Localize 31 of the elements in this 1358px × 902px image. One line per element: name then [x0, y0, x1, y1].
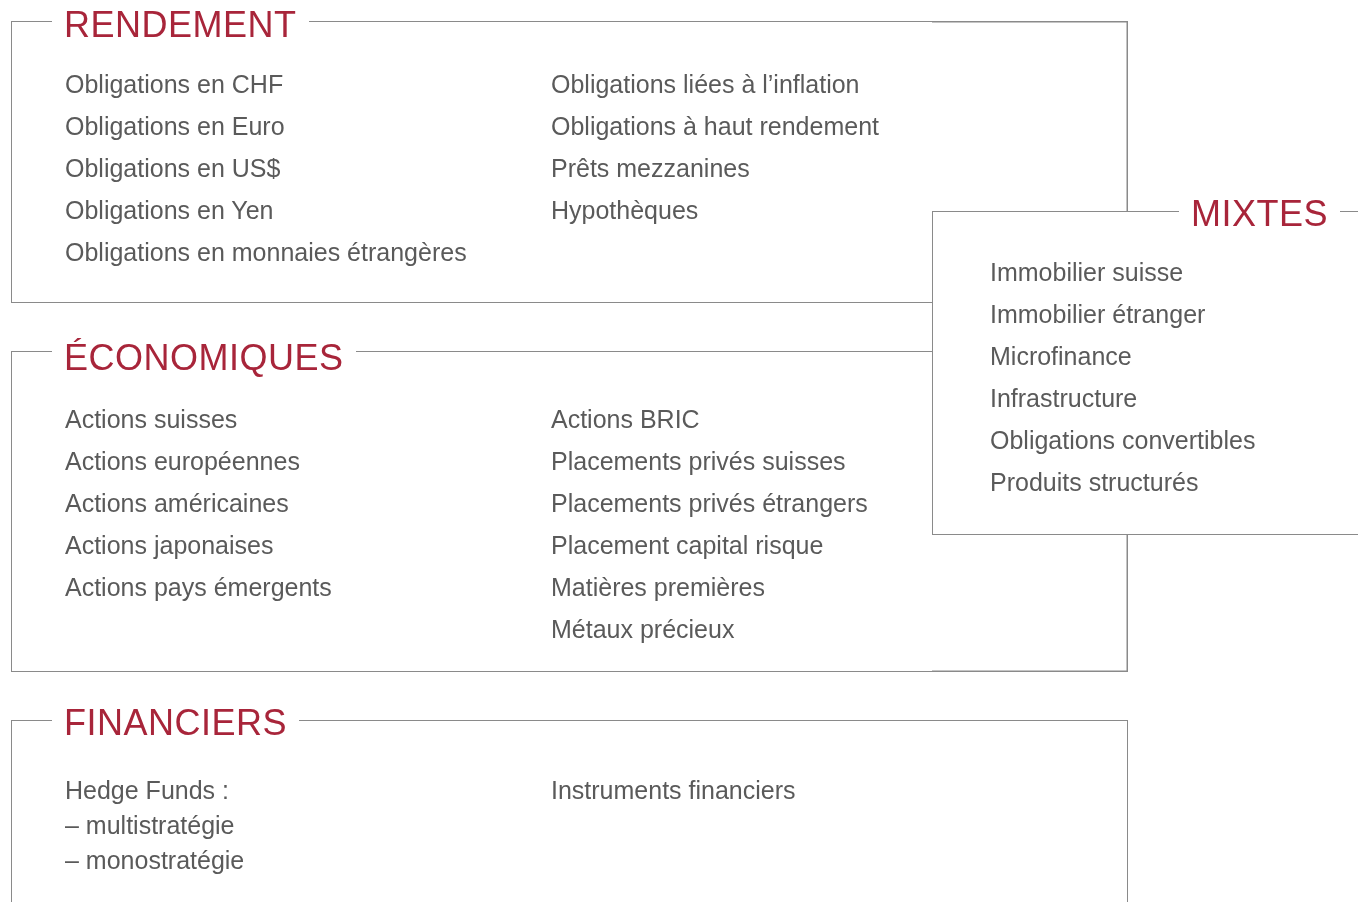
list-item: Actions européennes	[65, 446, 300, 477]
list-item: Placements privés étrangers	[551, 488, 868, 519]
list-item: Microfinance	[990, 341, 1132, 372]
list-item: Obligations en CHF	[65, 69, 284, 100]
list-item: Placements privés suisses	[551, 446, 846, 477]
list-item: Produits structurés	[990, 467, 1199, 498]
list-item: Obligations liées à l’inflation	[551, 69, 860, 100]
list-item: Actions américaines	[65, 488, 289, 519]
list-item: Obligations en US$	[65, 153, 281, 184]
list-item: Obligations en Yen	[65, 195, 274, 226]
list-item: Matières premières	[551, 572, 765, 603]
list-item: Hypothèques	[551, 195, 699, 226]
list-item: – monostratégie	[65, 845, 245, 876]
list-item: Actions suisses	[65, 404, 238, 435]
panel-heading: ÉCONOMIQUES	[52, 338, 356, 378]
list-item: Instruments financiers	[551, 775, 796, 806]
list-item: Prêts mezzanines	[551, 153, 750, 184]
list-item: Infrastructure	[990, 383, 1138, 414]
list-item: Obligations en Euro	[65, 111, 285, 142]
list-item: Actions japonaises	[65, 530, 274, 561]
list-item: Immobilier suisse	[990, 257, 1184, 288]
list-item: Obligations convertibles	[990, 425, 1256, 456]
list-item: Actions pays émergents	[65, 572, 332, 603]
list-item: Obligations en monnaies étrangères	[65, 237, 467, 268]
list-item: Métaux précieux	[551, 614, 735, 645]
list-item: – multistratégie	[65, 810, 235, 841]
list-item: Obligations à haut rendement	[551, 111, 879, 142]
list-item: Hedge Funds :	[65, 775, 229, 806]
list-item: Actions BRIC	[551, 404, 700, 435]
list-item: Placement capital risque	[551, 530, 824, 561]
list-item: Immobilier étranger	[990, 299, 1206, 330]
